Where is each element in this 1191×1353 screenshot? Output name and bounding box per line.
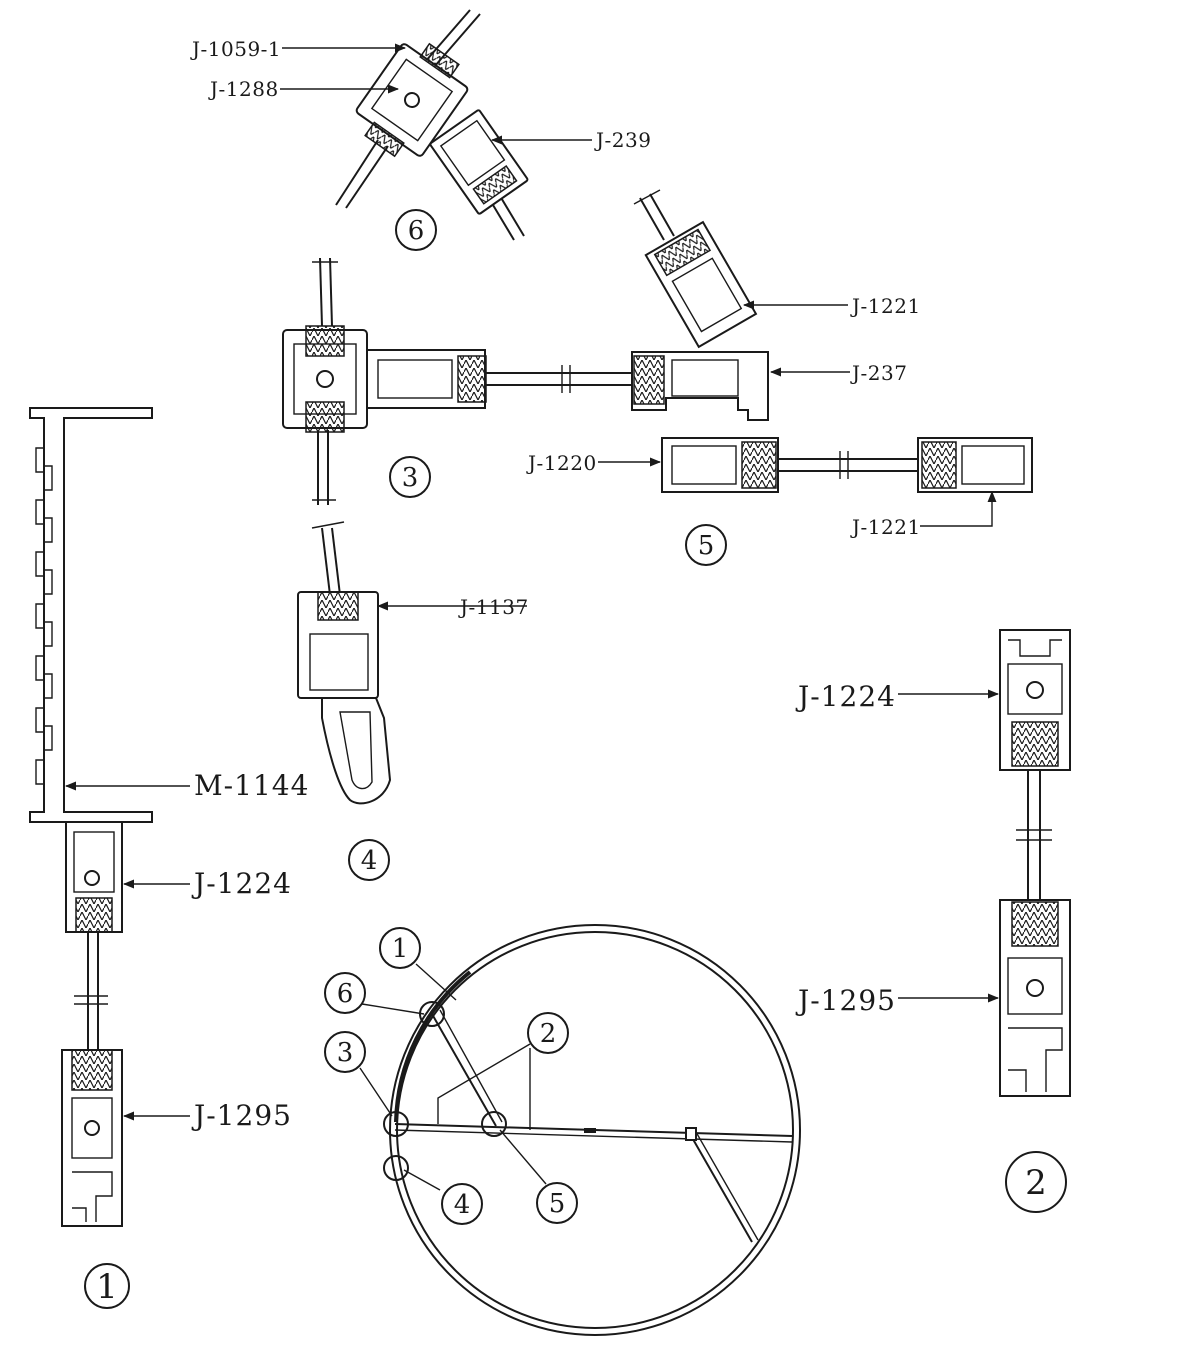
label-j1224-right: J-1224 — [795, 680, 896, 713]
label-j237: J-237 — [850, 361, 907, 385]
plan-marker-2: 2 — [540, 1019, 557, 1049]
detail-4-end-profile: J-1137 4 — [297, 521, 529, 881]
plan-marker-1: 1 — [392, 934, 409, 964]
label-j1221-bottom: J-1221 — [850, 515, 921, 539]
label-j1221-top: J-1221 — [850, 294, 921, 318]
label-j1137: J-1137 — [458, 595, 529, 619]
label-j1220: J-1220 — [526, 451, 597, 475]
plan-view-circular-layout: 1 6 3 2 4 5 — [324, 924, 801, 1336]
detail-angle-corner: J-1221 J-237 — [631, 189, 921, 421]
plan-marker-5: 5 — [549, 1189, 566, 1219]
m1144-teeth — [35, 447, 53, 785]
plan-marker-3: 3 — [337, 1038, 354, 1068]
label-j1059-1: J-1059-1 — [190, 37, 281, 61]
detail-number-4: 4 — [361, 846, 378, 876]
label-j1295-left: J-1295 — [191, 1099, 292, 1132]
detail-3-tee-joint: 3 — [282, 257, 632, 505]
label-j1288: J-1288 — [208, 77, 279, 101]
detail-6-corner-joint: J-1059-1 J-1288 J-239 6 — [190, 9, 651, 251]
detail-2-mullion-section: J-1224 J-1295 2 — [795, 629, 1071, 1213]
detail-number-1: 1 — [96, 1267, 118, 1307]
plan-marker-6: 6 — [337, 979, 354, 1009]
detail-number-6: 6 — [408, 216, 425, 246]
detail-number-5: 5 — [698, 531, 715, 561]
label-m1144: M-1144 — [194, 769, 309, 802]
detail-number-2: 2 — [1025, 1163, 1047, 1203]
detail-number-3: 3 — [402, 463, 419, 493]
plan-marker-4: 4 — [454, 1190, 471, 1220]
label-j1224-left: J-1224 — [191, 867, 292, 900]
label-j1295-right: J-1295 — [795, 984, 896, 1017]
label-j239: J-239 — [594, 128, 651, 152]
detail-5-inline-joint: J-1220 J-1221 5 — [526, 437, 1033, 566]
detail-1-embedded-section: M-1144 J-1224 J-1295 1 — [29, 407, 309, 1309]
